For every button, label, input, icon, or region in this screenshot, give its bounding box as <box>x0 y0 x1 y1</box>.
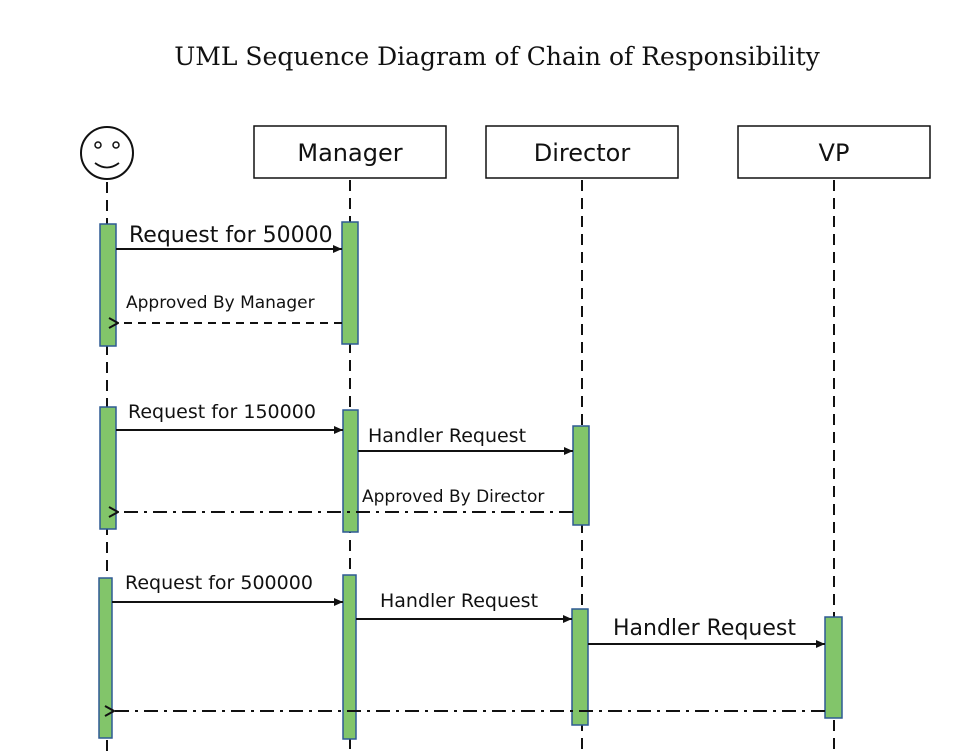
smiley-face-icon <box>80 126 134 180</box>
message-request-50000: Request for 50000 <box>116 223 342 253</box>
message-request-50000-label: Request for 50000 <box>129 223 333 248</box>
message-approved-by-manager: Approved By Manager <box>118 293 342 323</box>
message-handler-request-director-label: Handler Request <box>368 425 526 447</box>
message-request-500000-label: Request for 500000 <box>125 572 313 594</box>
participant-vp: VP <box>737 125 931 179</box>
message-approved-by-director-label: Approved By Director <box>362 487 544 507</box>
message-handler-request-director-2: Handler Request <box>356 590 572 623</box>
message-request-500000: Request for 500000 <box>112 572 343 606</box>
manager-activation-3 <box>342 574 357 740</box>
message-request-150000-label: Request for 150000 <box>128 401 316 423</box>
message-request-150000: Request for 150000 <box>116 401 343 434</box>
participant-director: Director <box>485 125 679 179</box>
manager-activation-2 <box>342 409 359 533</box>
message-approved-by-manager-label: Approved By Manager <box>126 293 315 313</box>
message-handler-request-director: Handler Request <box>358 425 573 455</box>
vp-activation-1 <box>824 616 843 719</box>
actor-activation-3 <box>98 577 113 739</box>
participant-manager: Manager <box>253 125 447 179</box>
participant-vp-label: VP <box>819 139 850 167</box>
message-approved-by-director: Approved By Director <box>118 487 573 512</box>
director-activation-2 <box>571 608 589 726</box>
participant-manager-label: Manager <box>297 139 402 167</box>
message-handler-request-vp: Handler Request <box>588 616 825 648</box>
actor-activation-1 <box>99 223 117 347</box>
manager-activation-1 <box>341 221 359 345</box>
diagram-title: UML Sequence Diagram of Chain of Respons… <box>174 42 820 71</box>
director-activation-1 <box>572 425 590 526</box>
message-handler-request-director-2-label: Handler Request <box>380 590 538 612</box>
message-handler-request-vp-label: Handler Request <box>613 616 796 641</box>
actor-activation-2 <box>99 406 117 530</box>
participant-director-label: Director <box>534 139 631 167</box>
